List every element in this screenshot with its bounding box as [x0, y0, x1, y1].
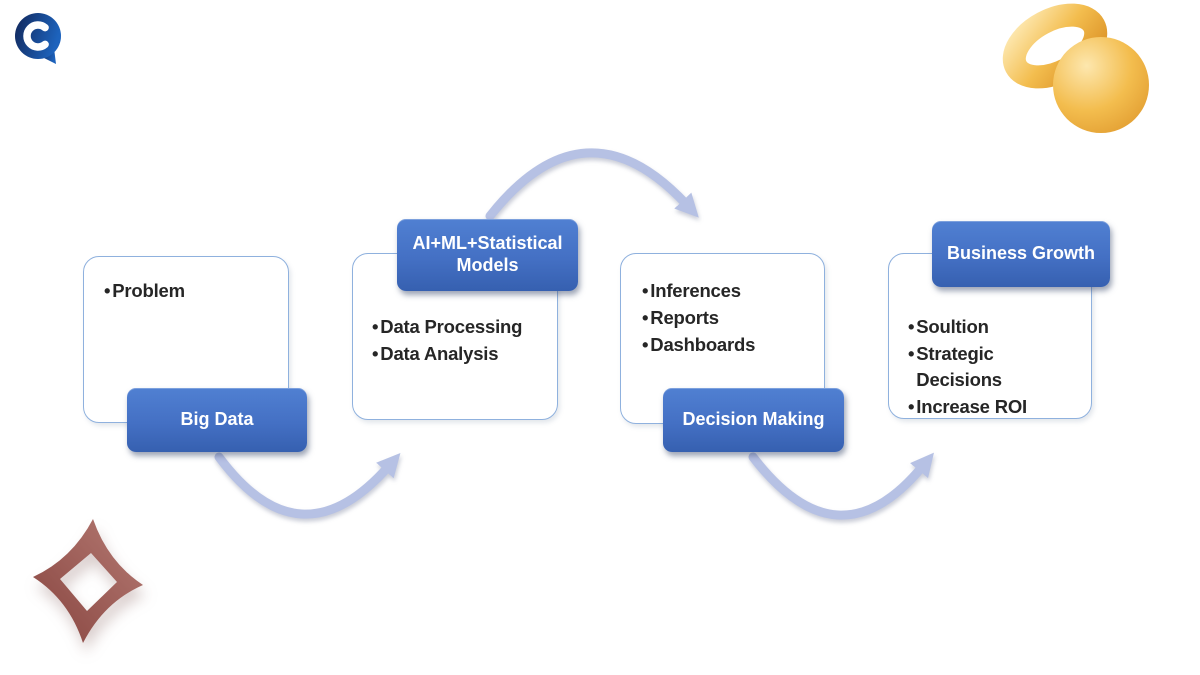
- bullet-label: Problem: [112, 280, 185, 301]
- arrow-models-to-decision: [485, 148, 699, 221]
- bullet-icon: •: [372, 343, 379, 364]
- red-diamond-ring-3d-icon: [33, 519, 143, 643]
- stage-label-text: Decision Making: [682, 409, 825, 430]
- list-item: • Reports: [642, 305, 755, 331]
- gold-torus-sphere-3d-icon: [1002, 3, 1149, 133]
- list-item: • Problem: [104, 278, 185, 304]
- arrow-decision-to-growth: [748, 452, 934, 520]
- bullet-label: Dashboards: [650, 334, 756, 355]
- bullet-icon: •: [372, 316, 379, 337]
- bullet-list-growth: • Soultion • Strategic Decisions • Incre…: [908, 314, 1027, 421]
- stage-label-text: Big Data: [180, 409, 254, 430]
- brand-logo-icon: [15, 13, 61, 64]
- bullet-icon: •: [104, 280, 111, 301]
- bullet-icon: •: [908, 316, 915, 337]
- bullet-label: Data Processing: [380, 316, 523, 337]
- bullet-list-big-data: • Problem: [104, 278, 185, 305]
- list-item: • Increase ROI: [908, 394, 1027, 420]
- list-item: • Strategic Decisions: [908, 341, 1027, 393]
- bullet-list-models: • Data Processing • Data Analysis: [372, 314, 522, 368]
- list-item: • Inferences: [642, 278, 755, 304]
- list-item: • Dashboards: [642, 332, 755, 358]
- bullet-icon: •: [642, 280, 649, 301]
- stage-label-text: AI+ML+Statistical Models: [412, 233, 563, 275]
- stage-label-growth: Business Growth: [932, 221, 1110, 287]
- list-item: • Data Processing: [372, 314, 522, 340]
- bullet-icon: •: [908, 343, 915, 364]
- bullet-label: Soultion: [916, 316, 989, 337]
- bullet-label: Increase ROI: [916, 396, 1027, 417]
- stage-label-decision: Decision Making: [663, 388, 844, 452]
- list-item: • Data Analysis: [372, 341, 522, 367]
- bullet-icon: •: [642, 334, 649, 355]
- stage-label-text: Business Growth: [946, 243, 1096, 264]
- stage-label-models: AI+ML+Statistical Models: [397, 219, 578, 291]
- bullet-label: Data Analysis: [380, 343, 499, 364]
- list-item: • Soultion: [908, 314, 1027, 340]
- bullet-label: Strategic Decisions: [916, 343, 1002, 390]
- bullet-icon: •: [908, 396, 915, 417]
- bullet-label: Inferences: [650, 280, 741, 301]
- arrow-bigdata-to-models: [214, 452, 401, 519]
- bullet-label: Reports: [650, 307, 719, 328]
- bullet-icon: •: [642, 307, 649, 328]
- stage-label-big-data: Big Data: [127, 388, 307, 452]
- bullet-list-decision: • Inferences • Reports • Dashboards: [642, 278, 755, 359]
